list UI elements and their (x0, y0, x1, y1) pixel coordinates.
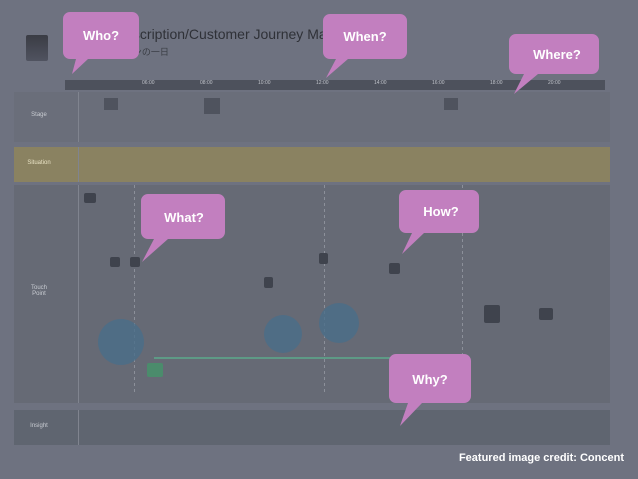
what-bubble: What? (141, 194, 225, 262)
row-divider (78, 410, 79, 445)
situation-row: Situation (14, 147, 610, 182)
page-title: N Subscription/Customer Journey Map (94, 26, 335, 42)
when-label: When? (343, 29, 386, 44)
flow-line (154, 357, 404, 359)
what-label: What? (164, 210, 204, 225)
twitter-icon (110, 257, 120, 267)
touchpoint-label-line: Point (32, 291, 46, 297)
who-label: Who? (83, 28, 119, 43)
news-icon (539, 308, 553, 320)
row-divider (78, 92, 79, 142)
why-label: Why? (412, 372, 447, 387)
how-label: How? (423, 204, 458, 219)
stage-row-label: Stage (31, 112, 47, 118)
insight-row-label: Insight (30, 423, 48, 429)
timeline-tick: 10:00 (258, 80, 271, 86)
row-divider (78, 185, 79, 403)
how-bubble: How? (399, 190, 479, 254)
timeline-tick: 12:00 (316, 80, 329, 86)
home-icon (104, 98, 118, 110)
timeline-tick: 16:00 (432, 80, 445, 86)
insight-circle (264, 315, 302, 353)
avatar (26, 35, 48, 61)
timeline-tick: 14:00 (374, 80, 387, 86)
row-divider (78, 147, 79, 182)
journey-dash-line (134, 185, 135, 395)
news-icon (319, 253, 328, 264)
where-label: Where? (533, 47, 581, 62)
timeline-tick: 08:00 (200, 80, 213, 86)
timeline-tick: 20:00 (548, 80, 561, 86)
insight-circle (319, 303, 359, 343)
news-icon (389, 263, 400, 274)
news-icon (264, 277, 273, 288)
stage-row: Stage (14, 92, 610, 142)
why-bubble: Why? (389, 354, 471, 426)
office-icon (204, 98, 220, 114)
where-bubble: Where? (509, 34, 599, 94)
insight-row: Insight (14, 410, 610, 445)
journey-dash-line (462, 185, 463, 395)
tablet-icon (484, 305, 500, 323)
journey-dash-line (324, 185, 325, 395)
timeline-tick: 06:00 (142, 80, 155, 86)
home-icon (444, 98, 458, 110)
touchpoint-row-label: Touch Point (14, 285, 64, 297)
who-bubble: Who? (63, 12, 139, 74)
timeline-bar (65, 80, 605, 90)
touchpoint-label-line: Touch (30, 285, 47, 291)
image-credit: Featured image credit: Concent (458, 452, 624, 464)
when-bubble: When? (323, 14, 407, 78)
situation-row-label: Situation (27, 160, 51, 166)
insight-circle (98, 319, 144, 365)
tv-icon (84, 193, 96, 203)
facebook-icon (130, 257, 140, 267)
touchpoint-row: Touch Point (14, 185, 610, 403)
tv-icon (147, 363, 163, 377)
timeline-tick: 18:00 (490, 80, 503, 86)
